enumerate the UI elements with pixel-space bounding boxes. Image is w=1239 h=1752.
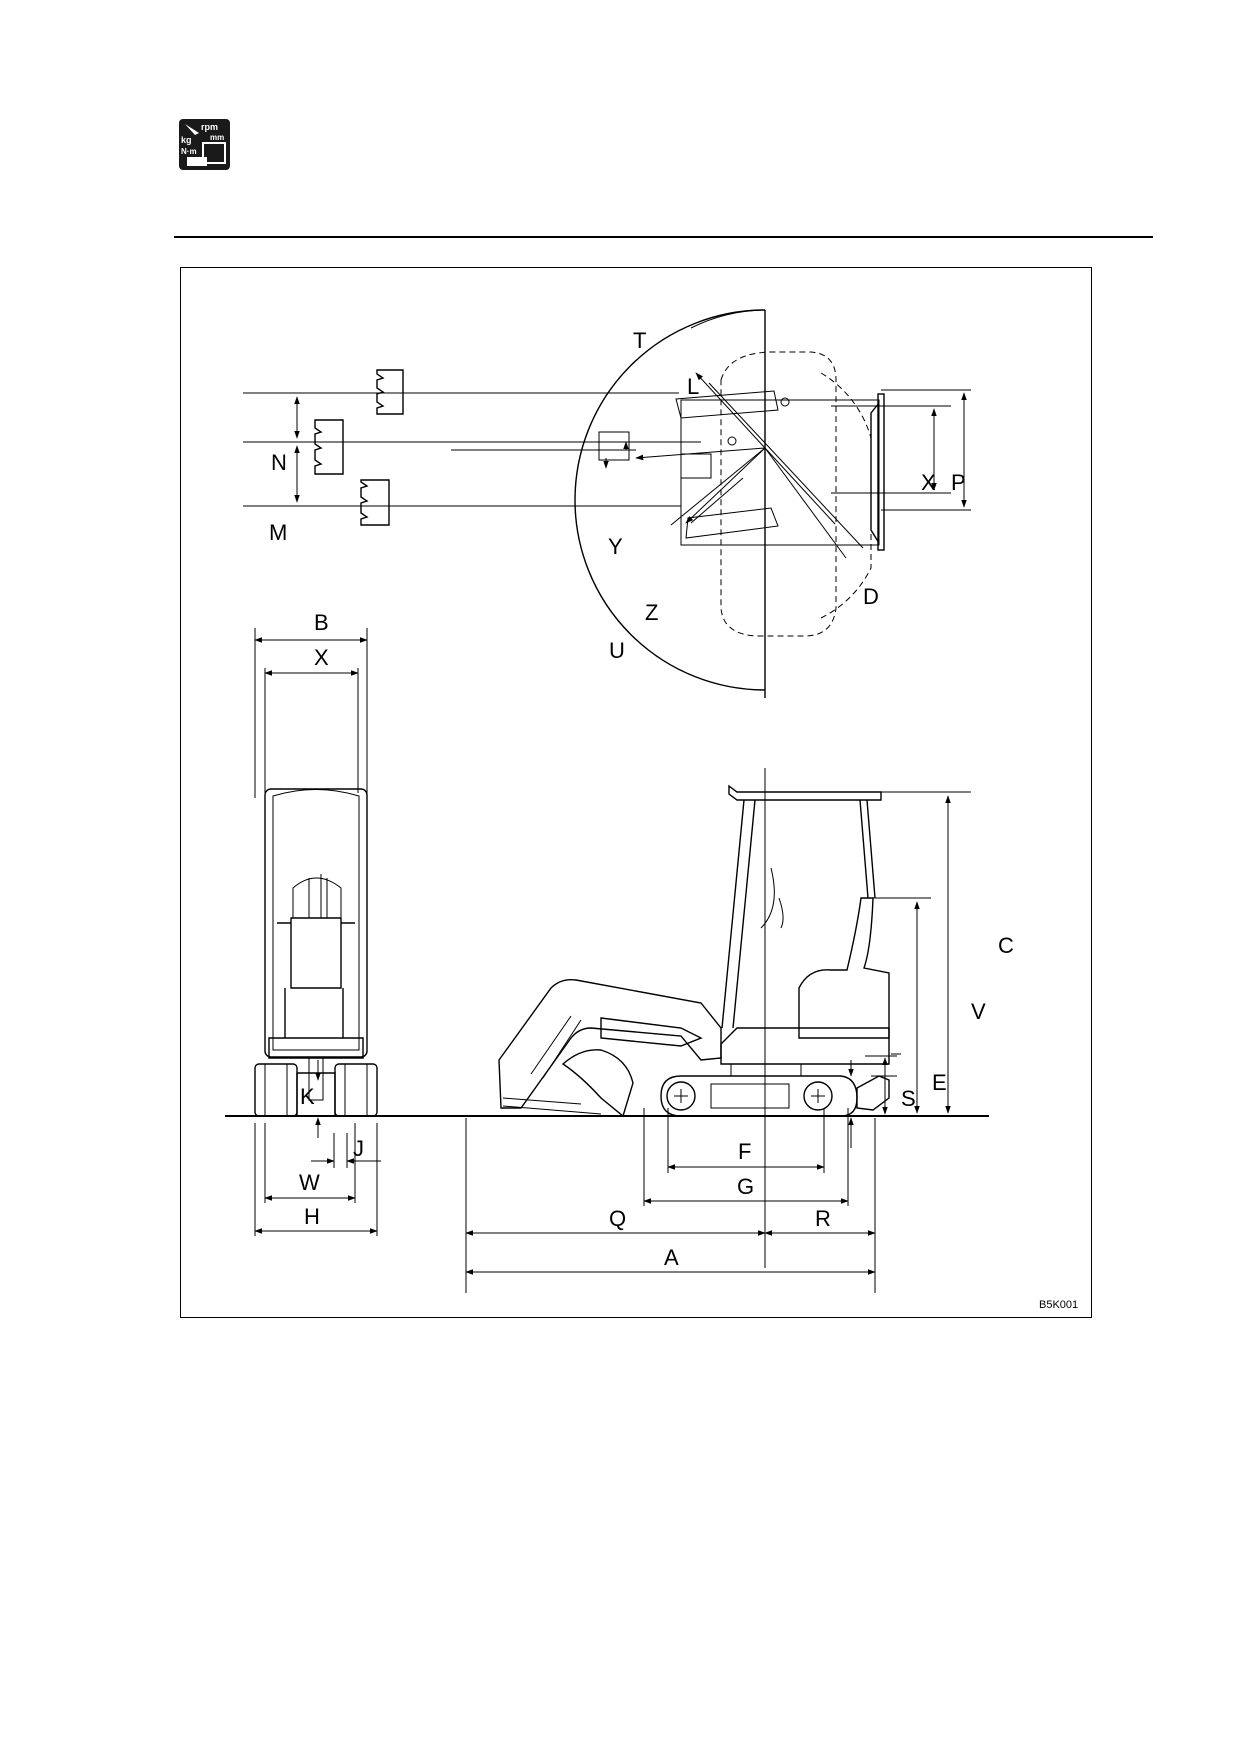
track-frame <box>660 1075 858 1117</box>
canopy-rear-post <box>859 799 876 899</box>
label-S: S <box>901 1086 916 1111</box>
sprocket-rear <box>803 1081 833 1111</box>
label-C: C <box>998 933 1014 958</box>
idler-front <box>666 1081 696 1111</box>
icon-rpm: rpm <box>201 122 218 132</box>
front-right-track <box>334 1063 378 1117</box>
dozer-blade <box>877 393 885 551</box>
boom-cylinder <box>600 1017 703 1047</box>
icon-kg: kg <box>181 135 192 145</box>
side-bucket <box>561 1049 634 1118</box>
label-M: M <box>269 520 287 545</box>
label-R: R <box>815 1206 831 1231</box>
label-F: F <box>738 1139 751 1164</box>
operator-seat <box>798 897 890 1039</box>
bucket-left-offset <box>360 479 390 526</box>
label-X-top: X <box>921 470 936 495</box>
canopy-front-post <box>721 799 756 1029</box>
label-Z: Z <box>645 600 658 625</box>
dimension-drawing: T L N M X P Y Z D U <box>225 309 1078 1311</box>
label-W: W <box>299 1170 320 1195</box>
label-Y: Y <box>608 534 623 559</box>
label-B: B <box>314 610 329 635</box>
bucket-center <box>314 419 344 475</box>
side-view <box>465 768 971 1293</box>
canopy-roof <box>728 784 882 801</box>
header-rule <box>174 236 1153 238</box>
label-P: P <box>951 470 966 495</box>
label-D: D <box>863 584 879 609</box>
label-V: V <box>971 999 986 1024</box>
boom <box>498 978 722 1109</box>
label-Q: Q <box>609 1206 626 1231</box>
label-U: U <box>609 638 625 663</box>
front-left-track <box>254 1063 298 1117</box>
swing-arc-left <box>574 309 766 691</box>
label-N: N <box>271 450 287 475</box>
side-dozer-blade <box>856 1075 890 1111</box>
icon-mm: mm <box>210 133 224 142</box>
label-E: E <box>932 1070 947 1095</box>
label-L: L <box>687 374 699 399</box>
label-A: A <box>664 1245 679 1270</box>
label-J: J <box>353 1136 364 1161</box>
bucket-right-offset <box>376 369 404 415</box>
top-view <box>243 309 971 698</box>
figure-ref-code: B5K001 <box>1039 1299 1078 1311</box>
label-H: H <box>304 1204 320 1229</box>
spec-icon: rpm mm kg N·m <box>179 119 230 170</box>
dimension-figure: T L N M X P Y Z D U <box>180 267 1092 1318</box>
label-X-front: X <box>314 645 329 670</box>
label-K: K <box>300 1084 315 1109</box>
machine-body-outline <box>720 351 837 637</box>
icon-nm: N·m <box>181 147 197 156</box>
label-T: T <box>633 328 646 353</box>
front-view <box>254 628 381 1236</box>
label-G: G <box>737 1174 754 1199</box>
